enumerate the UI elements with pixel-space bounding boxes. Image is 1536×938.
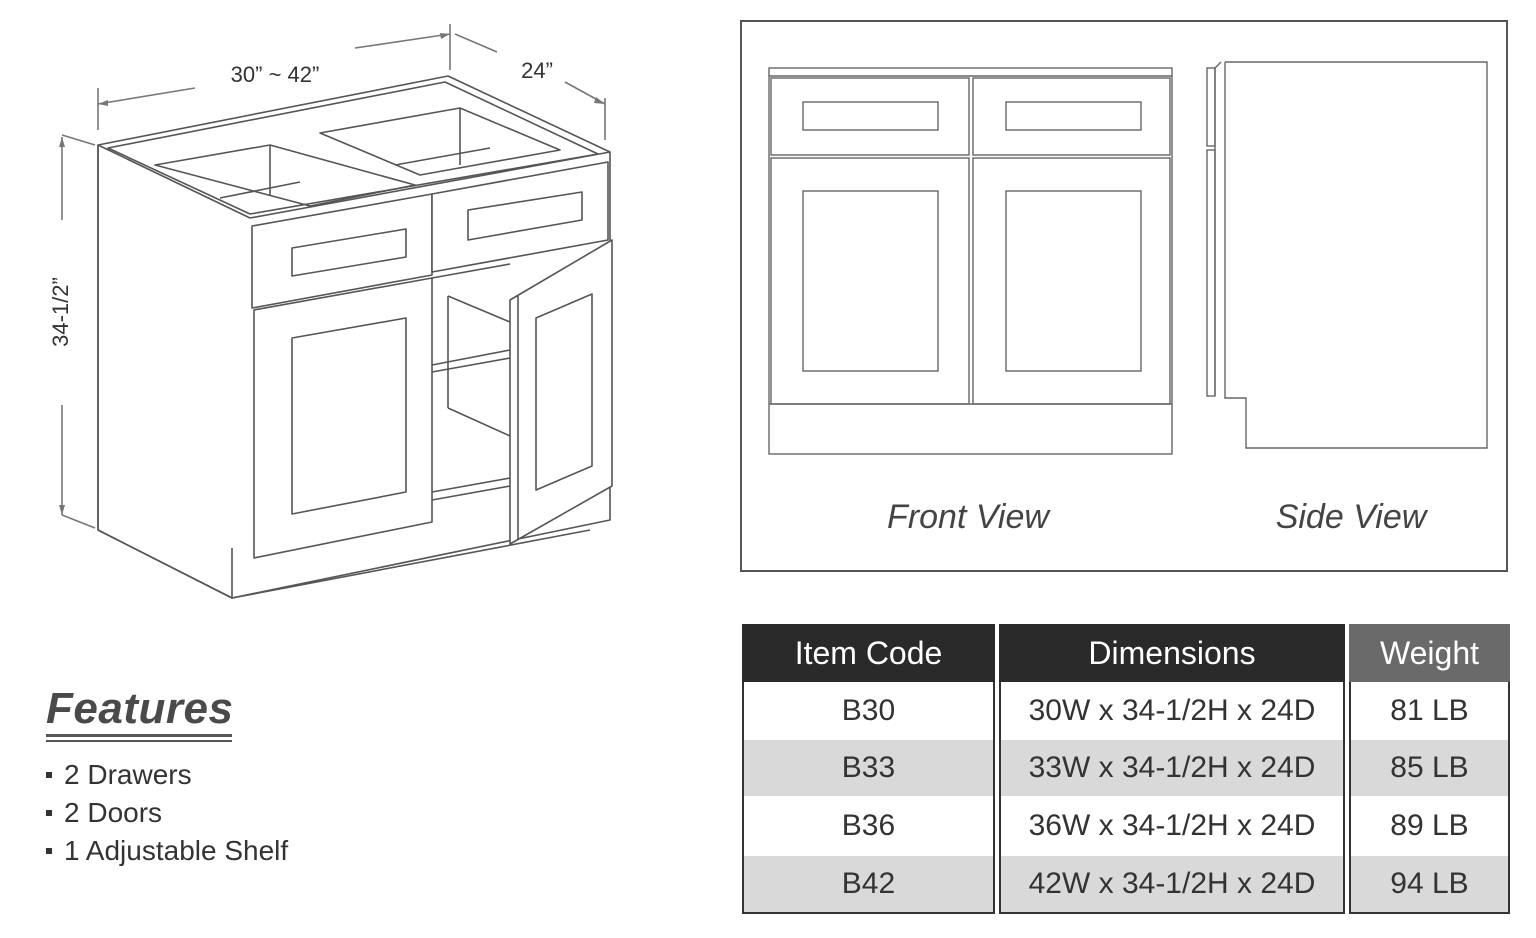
cell-item-code: B30 bbox=[744, 682, 993, 740]
column-weight: Weight 81 LB 85 LB 89 LB 94 LB bbox=[1349, 624, 1510, 914]
header-weight: Weight bbox=[1349, 624, 1510, 682]
front-view-label: Front View bbox=[887, 498, 1051, 536]
isometric-cabinet-drawing: 30” ~ 42” 24” 34-1/2” bbox=[48, 24, 613, 599]
cell-weight: 81 LB bbox=[1351, 682, 1508, 740]
cell-item-code: B33 bbox=[744, 740, 993, 796]
feature-item: 1 Adjustable Shelf bbox=[46, 832, 288, 870]
features-list: 2 Drawers 2 Doors 1 Adjustable Shelf bbox=[46, 756, 288, 870]
depth-dimension-label: 24” bbox=[521, 58, 553, 83]
height-dimension-label: 34-1/2” bbox=[48, 277, 73, 347]
header-dimensions: Dimensions bbox=[999, 624, 1345, 682]
cell-dimensions: 36W x 34-1/2H x 24D bbox=[1001, 796, 1343, 856]
features-underline-second bbox=[46, 740, 232, 742]
features-heading: Features bbox=[46, 684, 234, 733]
bullet-icon bbox=[46, 847, 52, 854]
column-item-code: Item Code B30 B33 B36 B42 bbox=[742, 624, 995, 914]
cell-dimensions: 33W x 34-1/2H x 24D bbox=[1001, 740, 1343, 796]
cell-weight: 89 LB bbox=[1351, 796, 1508, 856]
feature-item: 2 Doors bbox=[46, 794, 288, 832]
front-side-views-drawing: Front View Side View bbox=[768, 61, 1488, 536]
bullet-icon bbox=[46, 809, 52, 816]
features-underline bbox=[46, 734, 232, 737]
cell-item-code: B42 bbox=[744, 856, 993, 912]
cell-dimensions: 30W x 34-1/2H x 24D bbox=[1001, 682, 1343, 740]
cell-weight: 94 LB bbox=[1351, 856, 1508, 912]
header-item-code: Item Code bbox=[742, 624, 995, 682]
cell-dimensions: 42W x 34-1/2H x 24D bbox=[1001, 856, 1343, 912]
width-dimension-label: 30” ~ 42” bbox=[231, 62, 320, 87]
bullet-icon bbox=[46, 771, 52, 778]
cell-weight: 85 LB bbox=[1351, 740, 1508, 796]
cell-item-code: B36 bbox=[744, 796, 993, 856]
feature-item: 2 Drawers bbox=[46, 756, 288, 794]
views-panel bbox=[740, 20, 1508, 572]
side-view-label: Side View bbox=[1276, 498, 1429, 536]
column-dimensions: Dimensions 30W x 34-1/2H x 24D 33W x 34-… bbox=[999, 624, 1345, 914]
